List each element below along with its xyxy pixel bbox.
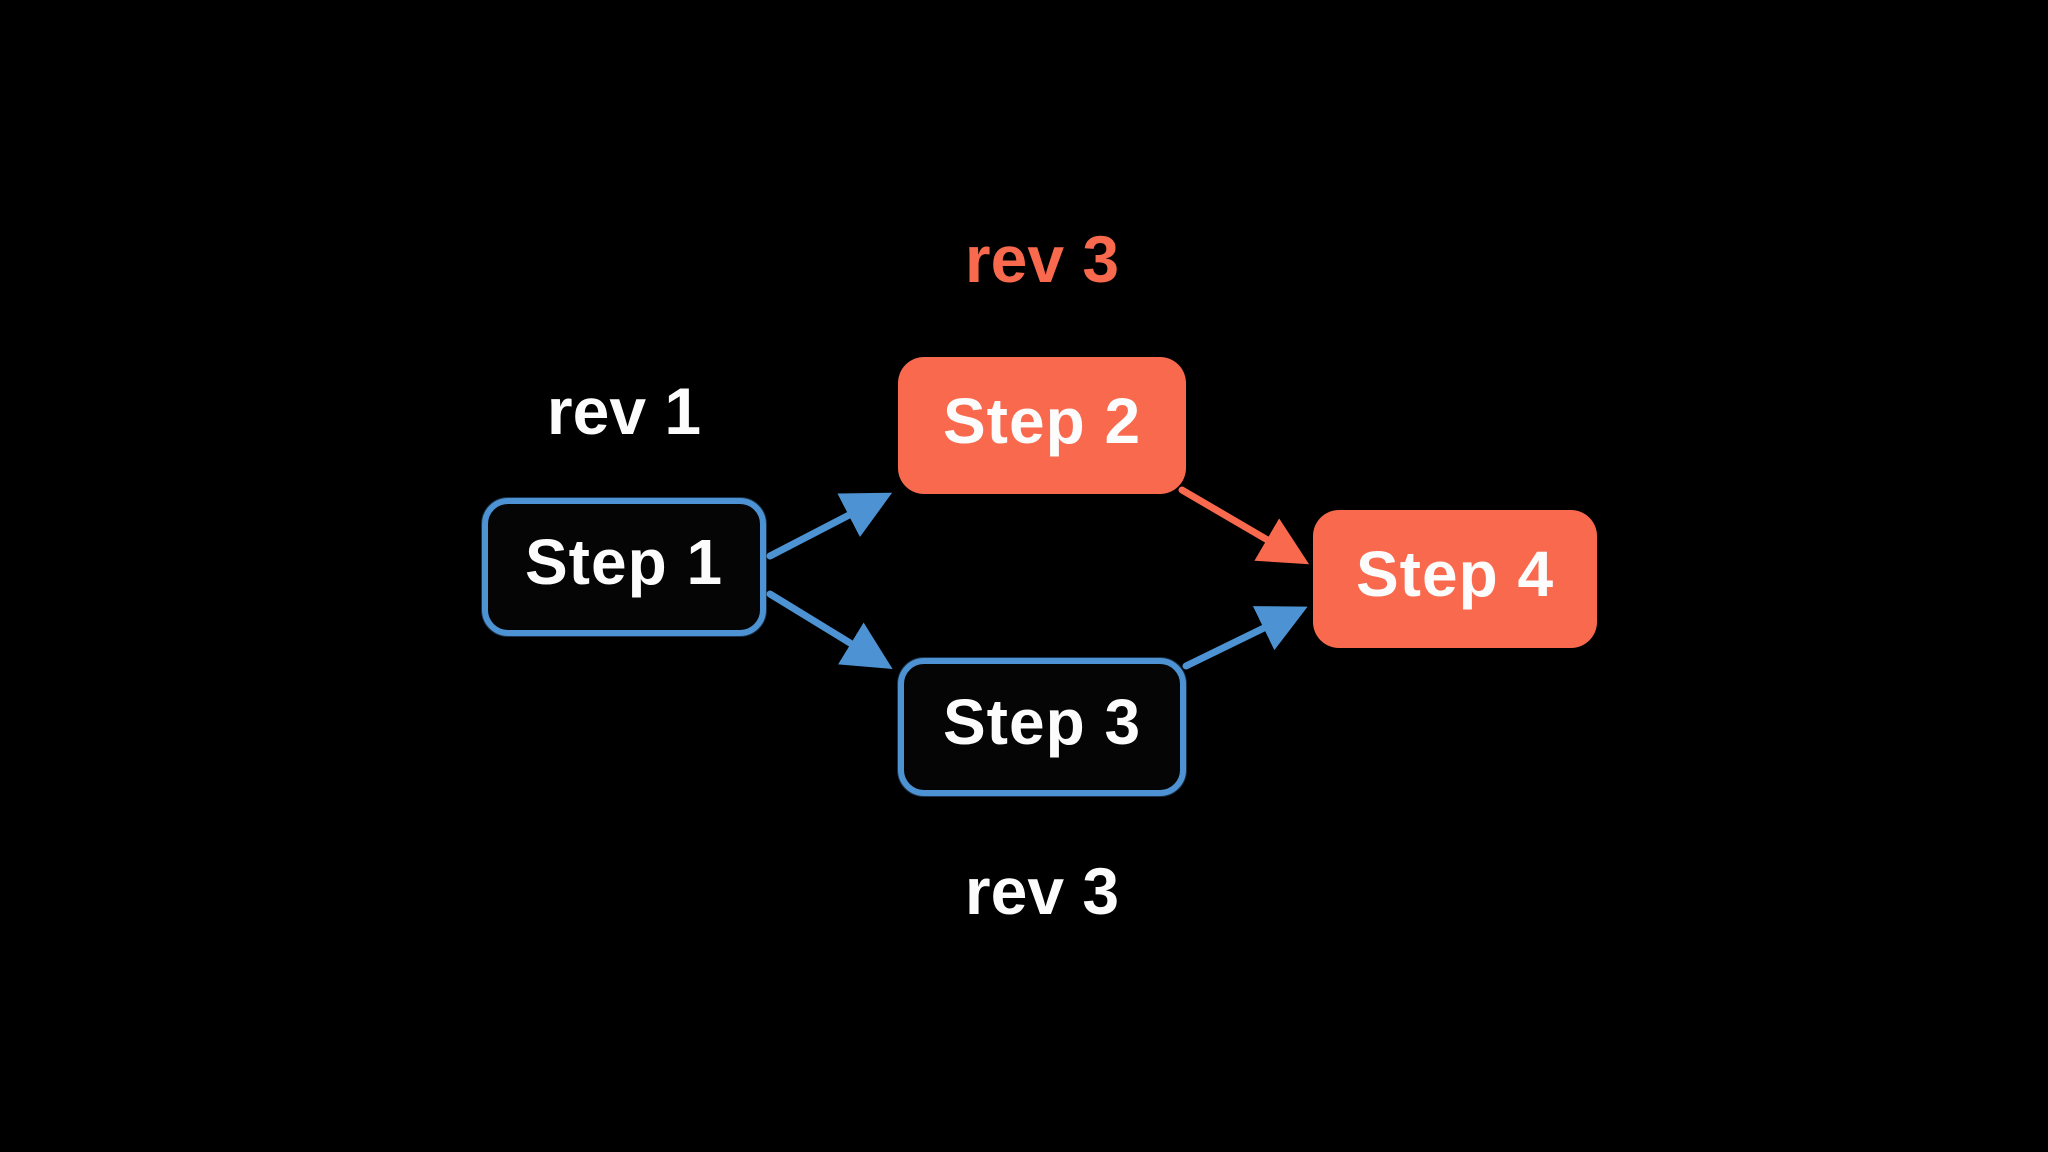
node-step-3-label: Step 3 bbox=[942, 686, 1142, 758]
edge-step3-step4 bbox=[1182, 606, 1308, 670]
annotation-rev3-bottom: rev 3 bbox=[898, 858, 1186, 924]
node-step-2-label: Step 2 bbox=[942, 384, 1142, 457]
node-step-1: Step 1 bbox=[482, 498, 766, 636]
edge-step1-step3 bbox=[766, 590, 893, 670]
edge-step1-step2 bbox=[766, 492, 893, 560]
node-step-4-label: Step 4 bbox=[1355, 538, 1555, 610]
annotation-rev1: rev 1 bbox=[482, 378, 766, 444]
node-step-2: Step 2 bbox=[898, 357, 1186, 494]
annotation-rev1-text: rev 1 bbox=[546, 374, 702, 448]
node-step-4: Step 4 bbox=[1313, 510, 1597, 648]
annotation-rev3-top-text: rev 3 bbox=[964, 222, 1120, 296]
node-step-3: Step 3 bbox=[898, 658, 1186, 796]
node-step-1-label: Step 1 bbox=[524, 526, 724, 598]
annotation-rev3-top: rev 3 bbox=[898, 226, 1186, 292]
annotation-rev3-bottom-text: rev 3 bbox=[964, 854, 1120, 928]
edge-step2-step4 bbox=[1178, 486, 1310, 565]
